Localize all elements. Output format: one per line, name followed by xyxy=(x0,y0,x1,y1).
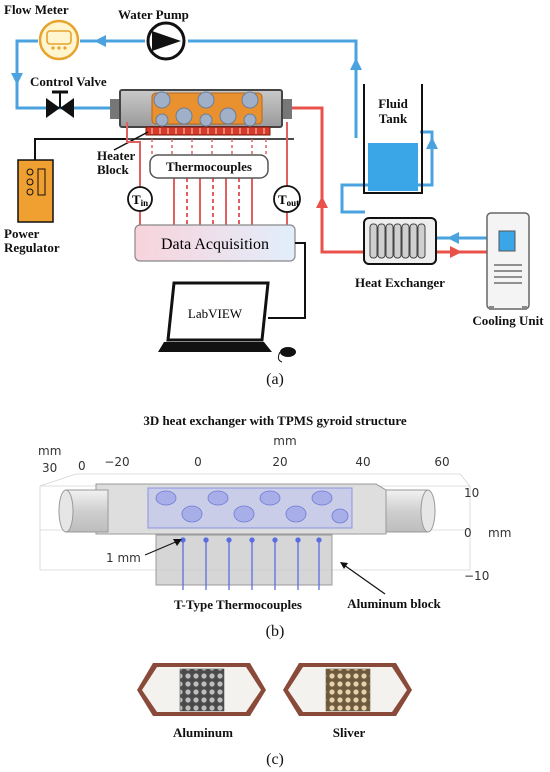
block-arrow xyxy=(340,562,386,595)
aluminum-block-label: Aluminum block xyxy=(347,596,441,611)
t-out-sensor xyxy=(273,185,301,213)
panel-c-caption: (c) xyxy=(266,751,284,768)
silver-sample-label: Sliver xyxy=(333,725,366,740)
aluminum-block-shape xyxy=(155,534,333,586)
x-axis-zero-left: 0 xyxy=(78,459,86,473)
laptop-icon xyxy=(158,281,296,363)
t-in-label: Tin xyxy=(132,192,148,208)
x-tick-2: 0 xyxy=(194,455,202,469)
gap-arrow xyxy=(144,539,182,556)
z-axis-tick: 30 xyxy=(42,461,57,475)
flow-meter-label: Flow Meter xyxy=(4,2,69,17)
flow-meter xyxy=(38,19,80,61)
heater-block-label-line2: Block xyxy=(97,162,130,177)
fluid-tank-label-line1: Fluid xyxy=(378,96,408,111)
x-tick-4: 40 xyxy=(355,455,370,469)
hot-loop-arrows xyxy=(316,196,462,258)
y-tick-2: 0 xyxy=(464,526,472,540)
panel-b-caption: (b) xyxy=(266,623,285,640)
thermocouple-probes xyxy=(180,537,322,590)
thermocouples-label: Thermocouples xyxy=(166,159,252,174)
control-valve-label: Control Valve xyxy=(30,74,107,89)
outlet-cylinder xyxy=(385,489,436,533)
z-axis-unit: mm xyxy=(38,444,61,458)
water-pump-label: Water Pump xyxy=(118,7,189,22)
thermocouples-box xyxy=(149,154,269,179)
x-tick-5: 60 xyxy=(434,455,449,469)
data-acquisition-label: Data Acquisition xyxy=(161,236,269,253)
t-out-label: Tout xyxy=(278,192,299,208)
power-regulator-label-line1: Power xyxy=(4,226,40,241)
gap-label: 1 mm xyxy=(106,551,141,565)
inlet-cylinder xyxy=(58,489,109,533)
x-axis-unit: mm xyxy=(273,434,296,448)
panel-a-caption: (a) xyxy=(266,371,284,388)
cooling-unit-label: Cooling Unit xyxy=(472,313,544,328)
heater-block-label-line1: Heater xyxy=(97,148,135,163)
y-tick-3: −10 xyxy=(464,569,489,583)
labview-label: LabVIEW xyxy=(188,306,243,321)
test-section xyxy=(110,89,294,140)
power-regulator-label-line2: Regulator xyxy=(4,240,60,255)
fluid-tank-label-line2: Tank xyxy=(379,111,408,126)
exchanger-body xyxy=(95,483,387,535)
t-in-sensor xyxy=(127,186,153,212)
heater-bus-wires xyxy=(151,139,267,157)
power-regulator xyxy=(17,138,128,223)
daq-laptop-cable xyxy=(268,242,306,319)
cold-loop-arrows xyxy=(11,35,459,244)
panel-b-title: 3D heat exchanger with TPMS gyroid struc… xyxy=(143,413,407,428)
aluminum-sample xyxy=(137,663,266,716)
heat-exchanger-icon xyxy=(363,217,437,265)
control-valve-icon xyxy=(46,90,74,118)
water-pump-icon xyxy=(146,21,186,61)
fluid-tank xyxy=(363,84,423,194)
aluminum-sample-label: Aluminum xyxy=(173,725,233,740)
y-tick-1: 10 xyxy=(464,486,479,500)
panel-c: Aluminum Sliver (c) xyxy=(137,663,412,768)
panel-a: Flow Meter Water Pump Control Valve xyxy=(4,2,544,388)
x-tick-1: −20 xyxy=(104,455,129,469)
silver-sample xyxy=(283,663,412,716)
cooling-unit-icon xyxy=(486,212,530,310)
panel-b: 3D heat exchanger with TPMS gyroid struc… xyxy=(38,413,511,640)
heat-exchanger-label: Heat Exchanger xyxy=(355,275,445,290)
y-axis-unit: mm xyxy=(488,526,511,540)
thermocouples-b-label: T-Type Thermocouples xyxy=(174,597,302,612)
x-tick-3: 20 xyxy=(272,455,287,469)
